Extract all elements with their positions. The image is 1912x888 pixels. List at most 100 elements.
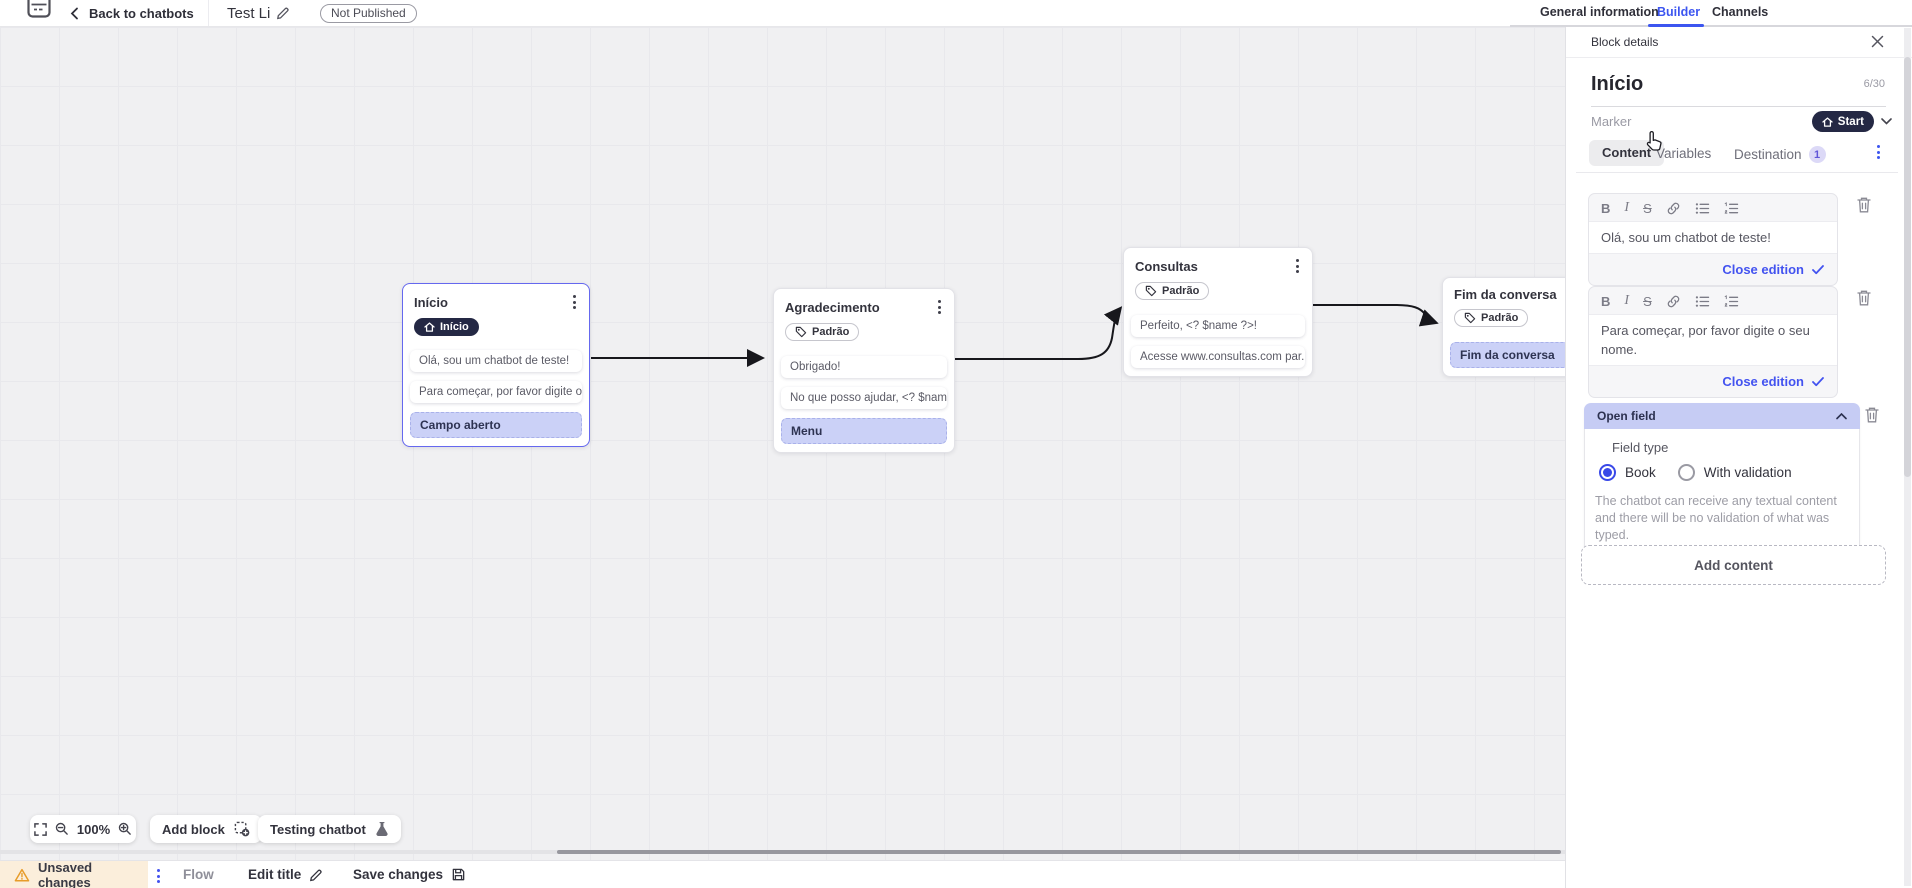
- tab-channels[interactable]: Channels: [1712, 5, 1769, 19]
- add-block-label: Add block: [162, 821, 225, 837]
- close-icon[interactable]: [1871, 35, 1884, 48]
- fullscreen-icon[interactable]: [34, 822, 47, 836]
- radio-with-validation[interactable]: With validation: [1677, 464, 1792, 481]
- panel-tab-variables[interactable]: Variables: [1656, 146, 1712, 161]
- radio-book[interactable]: Book: [1599, 464, 1656, 481]
- zoom-controls: 100%: [30, 815, 136, 843]
- chevron-down-icon[interactable]: [1881, 118, 1892, 125]
- delete-content-icon[interactable]: [1856, 289, 1872, 307]
- add-content-button[interactable]: Add content: [1581, 545, 1886, 585]
- numbered-list-icon[interactable]: [1724, 201, 1739, 215]
- block-menu-icon[interactable]: [1293, 257, 1302, 275]
- bottombar-menu-icon[interactable]: [154, 867, 163, 885]
- block-title: Agradecimento: [785, 299, 880, 315]
- radio-book-label: Book: [1625, 465, 1656, 480]
- back-to-chatbots-button[interactable]: Back to chatbots: [70, 0, 194, 27]
- numbered-list-icon[interactable]: [1724, 294, 1739, 308]
- panel-tab-content[interactable]: Content: [1589, 140, 1665, 166]
- block-card[interactable]: Perfeito, <? $name ?>!: [1131, 315, 1305, 337]
- chatbot-title[interactable]: Test Li: [227, 5, 271, 22]
- add-block-icon: [234, 821, 250, 837]
- editor-toolbar: B I S: [1589, 194, 1837, 221]
- strikethrough-icon[interactable]: S: [1643, 293, 1652, 309]
- block-card-end[interactable]: Fim da conversa: [1450, 342, 1565, 368]
- status-badge: Not Published: [320, 4, 417, 23]
- chevron-up-icon: [1836, 412, 1847, 419]
- strikethrough-icon[interactable]: S: [1643, 200, 1652, 216]
- panel-tab-destination[interactable]: Destination 1: [1734, 146, 1826, 163]
- zoom-in-icon[interactable]: [118, 822, 132, 836]
- marker-start-pill[interactable]: Start: [1811, 111, 1874, 132]
- bold-icon[interactable]: B: [1601, 200, 1611, 216]
- flow-block-inicio[interactable]: Início Início Olá, sou um chatbot de tes…: [402, 283, 590, 447]
- home-icon: [1822, 116, 1833, 127]
- block-menu-icon[interactable]: [570, 293, 579, 311]
- app-logo-icon: [27, 0, 51, 18]
- destination-label: Destination: [1734, 147, 1802, 162]
- flow-block-agradecimento[interactable]: Agradecimento Padrão Obrigado! No que po…: [773, 288, 955, 453]
- tabs-track: [1510, 25, 1912, 27]
- close-edition-button[interactable]: Close edition: [1589, 254, 1837, 285]
- block-card[interactable]: Olá, sou um chatbot de teste!: [410, 350, 582, 372]
- flow-block-fim-da-conversa[interactable]: Fim da conversa Padrão Fim da conversa: [1442, 277, 1565, 377]
- save-icon: [452, 868, 465, 881]
- warning-icon: [14, 868, 30, 882]
- chevron-left-icon: [70, 7, 79, 20]
- block-card-menu[interactable]: Menu: [781, 418, 947, 444]
- block-card[interactable]: No que posso ajudar, <? $name ...: [781, 387, 947, 409]
- delete-content-icon[interactable]: [1864, 406, 1880, 424]
- bold-icon[interactable]: B: [1601, 293, 1611, 309]
- tag-icon: [795, 326, 807, 338]
- italic-icon[interactable]: I: [1624, 293, 1630, 308]
- back-label: Back to chatbots: [89, 6, 194, 21]
- block-menu-icon[interactable]: [935, 298, 944, 316]
- add-block-button[interactable]: Add block: [150, 815, 262, 843]
- home-icon: [424, 322, 435, 332]
- edit-title-pencil-icon[interactable]: [276, 6, 290, 20]
- default-marker-pill: Padrão: [1454, 309, 1529, 327]
- text-editor-2: B I S Para começar, por favor digite o s…: [1588, 286, 1838, 398]
- tab-builder[interactable]: Builder: [1657, 5, 1701, 19]
- tag-icon: [1145, 285, 1157, 297]
- radio-validation-label: With validation: [1703, 465, 1792, 480]
- bullet-list-icon[interactable]: [1695, 202, 1710, 215]
- testing-chatbot-button[interactable]: Testing chatbot: [258, 815, 401, 843]
- block-title: Consultas: [1135, 258, 1198, 274]
- block-card[interactable]: Para começar, por favor digite o ...: [410, 381, 582, 403]
- edit-title-button[interactable]: Edit title: [248, 861, 323, 888]
- panel-tabs-divider: [1576, 172, 1898, 173]
- link-icon[interactable]: [1666, 201, 1681, 216]
- open-field-header[interactable]: Open field: [1584, 403, 1860, 429]
- flow-menu-item[interactable]: Flow: [183, 867, 214, 882]
- field-type-label: Field type: [1612, 440, 1669, 455]
- editor-text[interactable]: Para começar, por favor digite o seu nom…: [1589, 314, 1837, 366]
- flow-block-consultas[interactable]: Consultas Padrão Perfeito, <? $name ?>! …: [1123, 247, 1313, 377]
- default-marker-pill: Padrão: [1135, 282, 1210, 300]
- text-editor-1: B I S Olá, sou um chatbot de teste! Clos…: [1588, 193, 1838, 286]
- zoom-out-icon[interactable]: [55, 822, 69, 836]
- panel-header: Block details: [1566, 27, 1912, 58]
- block-title: Fim da conversa: [1454, 287, 1557, 302]
- italic-icon[interactable]: I: [1624, 200, 1630, 215]
- close-edition-button[interactable]: Close edition: [1589, 366, 1837, 397]
- block-details-panel: Block details Início 6/30 Marker Start C…: [1565, 27, 1912, 888]
- tab-general-information[interactable]: General information: [1540, 5, 1659, 19]
- pencil-icon: [310, 869, 322, 881]
- link-icon[interactable]: [1666, 294, 1681, 309]
- panel-scrollbar-thumb[interactable]: [1904, 57, 1911, 477]
- topbar-divider: [208, 0, 209, 26]
- bullet-list-icon[interactable]: [1695, 295, 1710, 308]
- delete-content-icon[interactable]: [1856, 196, 1872, 214]
- editor-text[interactable]: Olá, sou um chatbot de teste!: [1589, 221, 1837, 254]
- canvas-hscroll-thumb[interactable]: [557, 850, 1561, 854]
- block-card[interactable]: Obrigado!: [781, 356, 947, 378]
- flow-canvas[interactable]: Início Início Olá, sou um chatbot de tes…: [0, 27, 1565, 860]
- save-changes-button[interactable]: Save changes: [353, 861, 466, 888]
- unsaved-changes-status: Unsaved changes: [0, 860, 148, 888]
- destination-count-badge: 1: [1808, 146, 1826, 163]
- panel-menu-icon[interactable]: [1874, 143, 1883, 161]
- block-card[interactable]: Acesse www.consultas.com par...: [1131, 346, 1305, 368]
- close-edition-label: Close edition: [1722, 262, 1804, 277]
- block-name-input[interactable]: Início: [1591, 73, 1644, 95]
- block-card-open-field[interactable]: Campo aberto: [410, 412, 582, 438]
